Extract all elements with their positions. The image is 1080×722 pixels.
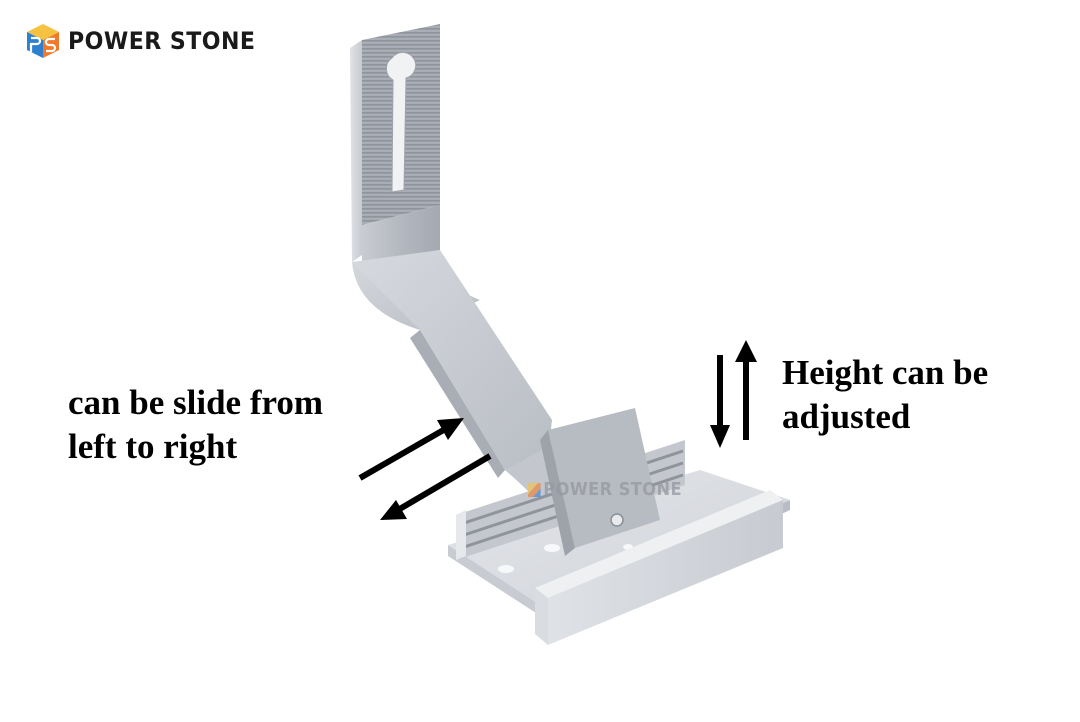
hook-base — [448, 408, 790, 645]
watermark-logo-icon — [528, 482, 541, 497]
slide-annotation-line1: can be slide from — [68, 383, 324, 422]
bidirectional-diagonal-arrows-icon — [358, 418, 492, 520]
height-annotation: Height can be adjusted — [782, 351, 988, 439]
slide-annotation-line2: left to right — [68, 427, 238, 466]
slide-annotation: can be slide from left to right — [68, 381, 323, 469]
brand-logo: POWER STONE — [24, 22, 272, 60]
up-down-arrows-icon — [710, 340, 757, 448]
ps-cube-logo-icon — [27, 24, 59, 58]
watermark: POWER STONE — [528, 479, 682, 500]
height-annotation-line1: Height can be — [782, 353, 989, 392]
brand-name: POWER STONE — [68, 27, 256, 55]
height-annotation-line2: adjusted — [782, 397, 911, 436]
watermark-text: POWER STONE — [543, 479, 683, 500]
